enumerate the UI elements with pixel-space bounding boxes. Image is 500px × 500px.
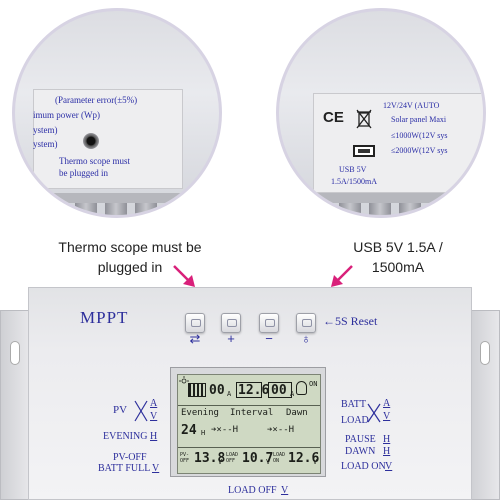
load-on-v-label: V [385,461,393,472]
spec-text: (Parameter error(±5%) [55,95,138,105]
load-off-label: LOAD OFF [228,485,277,496]
bulb-icon: ♁ [301,331,311,346]
spec-text: Solar panel Maxi [391,115,447,124]
load-on-label: LOAD ON [341,461,386,472]
spec-text: imum power (Wp) [33,110,100,120]
minus-button[interactable] [259,313,279,333]
ce-mark: CE [323,109,344,126]
spec-label-panel [33,89,183,189]
pv-current-unit: A [227,390,232,398]
spec-text: 12V/24V (AUTO [383,101,440,110]
center-voltage-value: 12.6 [238,383,270,398]
batt-label: BATT [341,399,366,410]
caption-line: plugged in [97,259,163,275]
zoom-detail-sensor-port: (Parameter error(±5%) imum power (Wp) ys… [12,8,222,218]
lamp-on-label: ON [309,380,318,388]
caption-line: Thermo scope must be [58,239,202,255]
caption-line: 1500mA [371,259,425,275]
load-off-v-label: V [281,485,289,496]
evening-header: Evening [181,408,219,418]
load-v-label: V [383,411,391,422]
mode-button[interactable] [185,313,205,333]
usb-port [353,145,375,157]
reset-label: ←5S Reset [323,314,378,328]
pause-label: PAUSE [345,434,376,445]
pv-current-value: 00 [209,383,225,398]
batt-full-label: BATT FULL [98,463,151,474]
brand-label: MPPT [80,308,129,327]
battery-icon [268,382,292,398]
spec-text: ≤2000W(12V sys [391,146,448,155]
usb-spec-text: 1.5A/1500mA [331,177,377,186]
dawn-label: DAWN [345,446,376,457]
load-on-lcd-label: LOAD ON [273,452,286,464]
spec-text: be plugged in [59,168,108,178]
dawn-value: ➔×--H [267,425,295,435]
pv-off-lcd-label: PV-OFF [180,452,190,464]
swap-arrows-icon: ⇄ [189,331,201,346]
batt-load-cross-icon [367,403,381,423]
pointer-arrow-icon [173,265,195,287]
interval-value: ➔×--H [211,425,239,435]
batt-current-unit: A [290,390,295,398]
minus-icon: − [265,331,273,346]
pointer-arrow-icon [331,265,353,287]
pv-a-label: A [150,398,158,409]
plus-button[interactable] [221,313,241,333]
lamp-icon [296,381,307,395]
pv-label: PV [113,404,128,416]
dawn-h-label: H [383,446,391,457]
usb-spec-text: USB 5V [339,165,367,174]
load-label: LOAD [341,415,369,426]
spec-text: ≤1000W(12V sys [391,131,448,140]
heatsink-fins [279,203,483,215]
spec-label-panel [313,93,483,193]
caption-line: USB 5V 1.5A / [353,239,443,255]
spec-text: ystem) [33,125,58,135]
batt-full-v-label: V [152,463,160,474]
spec-text: ystem) [33,139,58,149]
evening-h-label: H [150,431,158,442]
reset-button[interactable] [296,313,316,333]
load-off-unit: V [266,458,271,466]
evening-value: 24 [181,423,197,438]
load-off-value: 10.7 [242,451,274,466]
controller-icon [236,382,262,398]
spec-text: Thermo scope must [59,156,130,166]
pv-cross-icon [134,400,148,422]
pv-off-label: PV-OFF [113,452,147,463]
load-on-unit: V [313,458,318,466]
interval-header: Interval [230,408,274,418]
plus-icon: + [227,331,235,346]
zoom-detail-usb-port: CE 12V/24V (AUTO Solar panel Maxi ≤1000W… [276,8,486,218]
lcd-display: 00 A 12.6 00 A ON Evening Interval Dawn … [177,374,321,474]
casing-edge [15,193,219,203]
pv-off-value: 13.8 [194,451,226,466]
pause-h-label: H [383,434,391,445]
evening-unit: H [201,429,206,437]
pv-v-label: V [150,411,158,422]
mounting-bracket-right [470,310,500,500]
mounting-bracket-left [0,310,30,500]
temperature-sensor-port [83,133,99,149]
batt-current-value: 00 [271,383,287,398]
sun-icon [179,376,189,384]
heatsink-fins [15,203,219,215]
load-on-value: 12.6 [288,451,320,466]
weee-bin-icon [356,109,372,129]
caption-usb: USB 5V 1.5A / 1500mA [318,237,478,277]
dawn-header: Dawn [286,408,308,418]
evening-label: EVENING [103,431,148,442]
caption-thermo-scope: Thermo scope must be plugged in [40,237,220,277]
pv-off-unit: V [218,458,223,466]
solar-panel-icon [188,383,206,397]
load-off-lcd-label: LOAD OFF [226,452,239,464]
casing-edge [279,193,483,203]
batt-a-label: A [383,398,391,409]
